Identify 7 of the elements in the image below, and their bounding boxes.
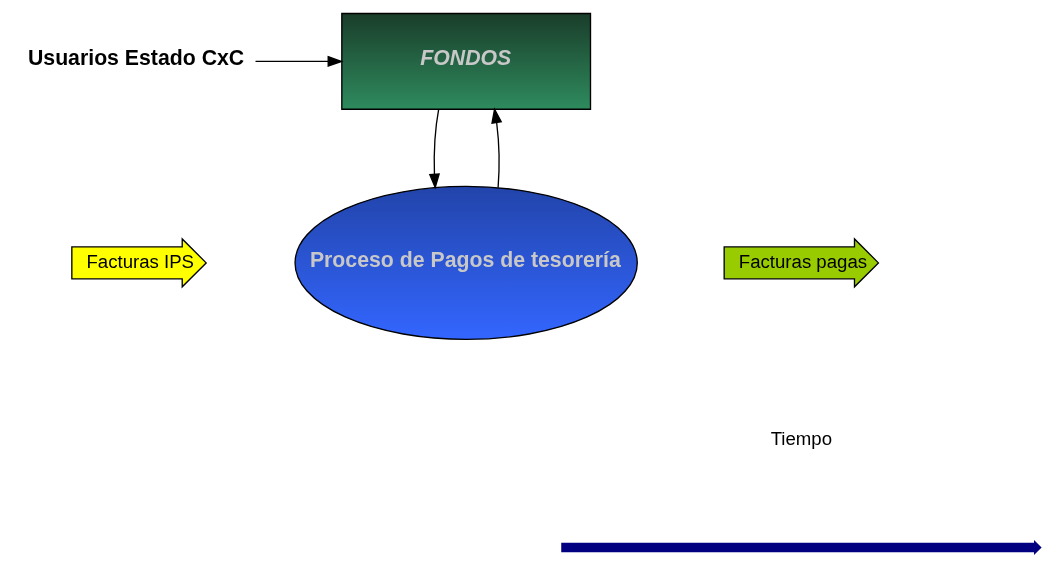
label: Tiempo <box>770 428 833 450</box>
arrow <box>254 55 344 67</box>
node-box: FONDOS <box>341 12 592 110</box>
node-text: Usuarios Estado CxC <box>27 46 245 71</box>
arrow <box>428 108 440 190</box>
arrow <box>491 107 503 189</box>
node-ellipse: Proceso de Pagos de tesorería <box>294 185 638 341</box>
